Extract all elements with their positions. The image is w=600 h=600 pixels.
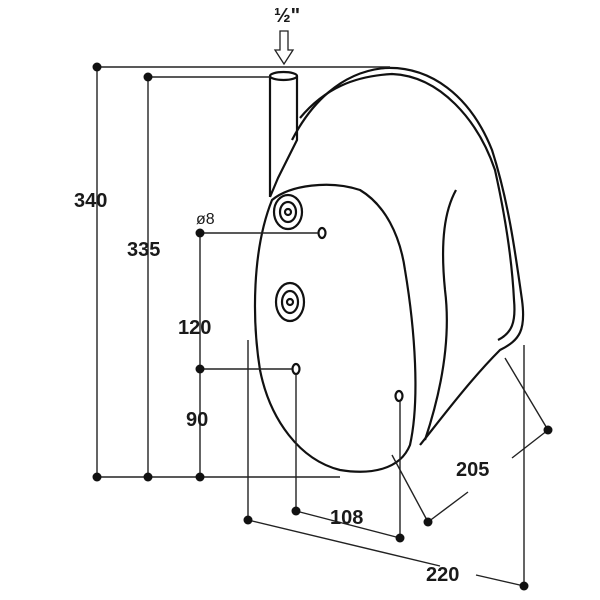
dim-total-width: 220 <box>426 564 459 586</box>
dim-hole-spacing-vertical: 120 <box>178 317 211 339</box>
dim-hole-diameter: ø8 <box>196 211 215 228</box>
dim-total-height: 340 <box>74 190 107 212</box>
inlet-size-label: ½" <box>274 5 300 27</box>
dimension-dots <box>92 62 553 591</box>
dim-lower-hole-height: 90 <box>186 409 208 431</box>
inlet-arrow-icon <box>273 30 295 66</box>
dim-inlet-height: 335 <box>127 239 160 261</box>
dim-depth: 205 <box>456 459 489 481</box>
dim-hole-spacing-horizontal: 108 <box>330 507 363 529</box>
tank-body <box>253 66 525 473</box>
dimension-lines <box>96 66 549 587</box>
